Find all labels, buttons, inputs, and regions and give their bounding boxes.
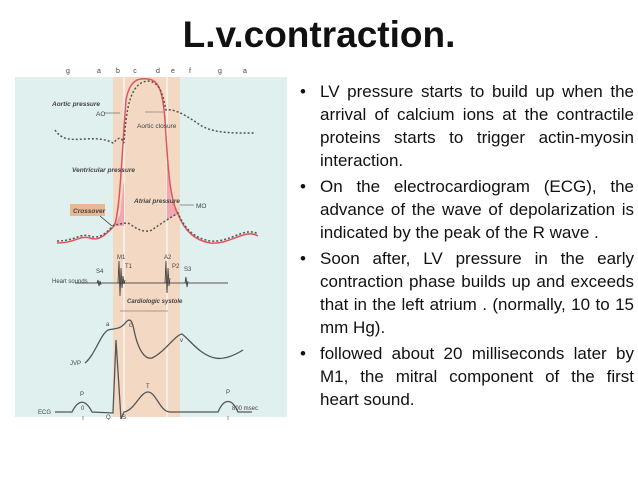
ecg-label: ECG: [38, 410, 51, 416]
jvp-label: JVP: [70, 361, 81, 367]
wiggers-diagram: g a b c d e f g a Aortic pressure Ventri…: [15, 60, 287, 420]
jvp-a-label: a: [106, 322, 110, 328]
aortic-pressure-label: Aortic pressure: [51, 101, 100, 108]
phase-label: a: [243, 68, 247, 75]
aortic-pressure-curve: [54, 80, 256, 144]
phase-label: e: [171, 68, 175, 75]
ecg-s-label: S: [122, 415, 126, 420]
crossover-box: [70, 204, 105, 216]
m1-label: M1: [117, 255, 126, 261]
heart-sounds-label: Heart sounds: [52, 279, 88, 285]
phase-label: g: [218, 68, 222, 75]
ao-label: AO: [96, 111, 105, 118]
crossover-area: [114, 180, 124, 226]
bullet-text: followed about 20 milliseconds later by …: [320, 344, 634, 409]
phase-label: g: [66, 68, 70, 75]
mo-area: [167, 160, 178, 220]
cardiologic-systole-label: Cardiologic systole: [127, 299, 183, 305]
crossover-label: Crossover: [73, 208, 106, 215]
t1-label: T1: [125, 264, 133, 270]
bullet-text: LV pressure starts to build up when the …: [320, 82, 634, 170]
slide-title: L.v.contraction.: [182, 14, 456, 55]
atrial-pressure-curve: [56, 211, 259, 242]
a2-label: A2: [164, 255, 172, 261]
s4-label: S4: [96, 269, 104, 275]
jvp-curve: [84, 319, 244, 364]
bullet-item: •On the electrocardiogram (ECG), the adv…: [300, 177, 634, 242]
ecg-t-label: T: [146, 384, 150, 390]
phase-label: c: [133, 68, 137, 75]
phase-label: f: [189, 68, 191, 75]
time-end-label: 800 msec: [232, 406, 259, 412]
bullet-text: Soon after, LV pressure in the early con…: [320, 249, 634, 337]
ecg-p-label: P: [80, 392, 84, 398]
bullet-text: On the electrocardiogram (ECG), the adva…: [320, 177, 634, 242]
time-start-label: 0: [81, 406, 85, 412]
atrial-pressure-label: Atrial pressure: [133, 198, 180, 205]
bullet-item: •LV pressure starts to build up when the…: [300, 82, 634, 170]
bullet-item: •followed about 20 milliseconds later by…: [300, 344, 634, 409]
ventricular-pressure-curve: [56, 77, 259, 244]
ecg-q-label: Q: [106, 415, 111, 420]
ecg-p2-label: P: [226, 390, 230, 396]
p2-label: P2: [172, 264, 180, 270]
ventricular-pressure-label: Ventricular pressure: [72, 167, 135, 174]
aortic-closure-label: Aortic closure: [137, 123, 177, 130]
bullet-item: •Soon after, LV pressure in the early co…: [300, 249, 634, 337]
jvp-v-label: v: [180, 338, 183, 344]
bullet-list: •LV pressure starts to build up when the…: [298, 80, 634, 414]
phase-label: d: [156, 68, 160, 75]
ecg-trace: [55, 339, 252, 420]
jvp-c-label: c: [129, 323, 132, 329]
heart-sound-bursts: [96, 260, 189, 297]
phase-label: a: [97, 68, 101, 75]
mo-label: MO: [196, 203, 206, 210]
phase-label: b: [116, 68, 120, 75]
s3-label: S3: [184, 267, 192, 273]
